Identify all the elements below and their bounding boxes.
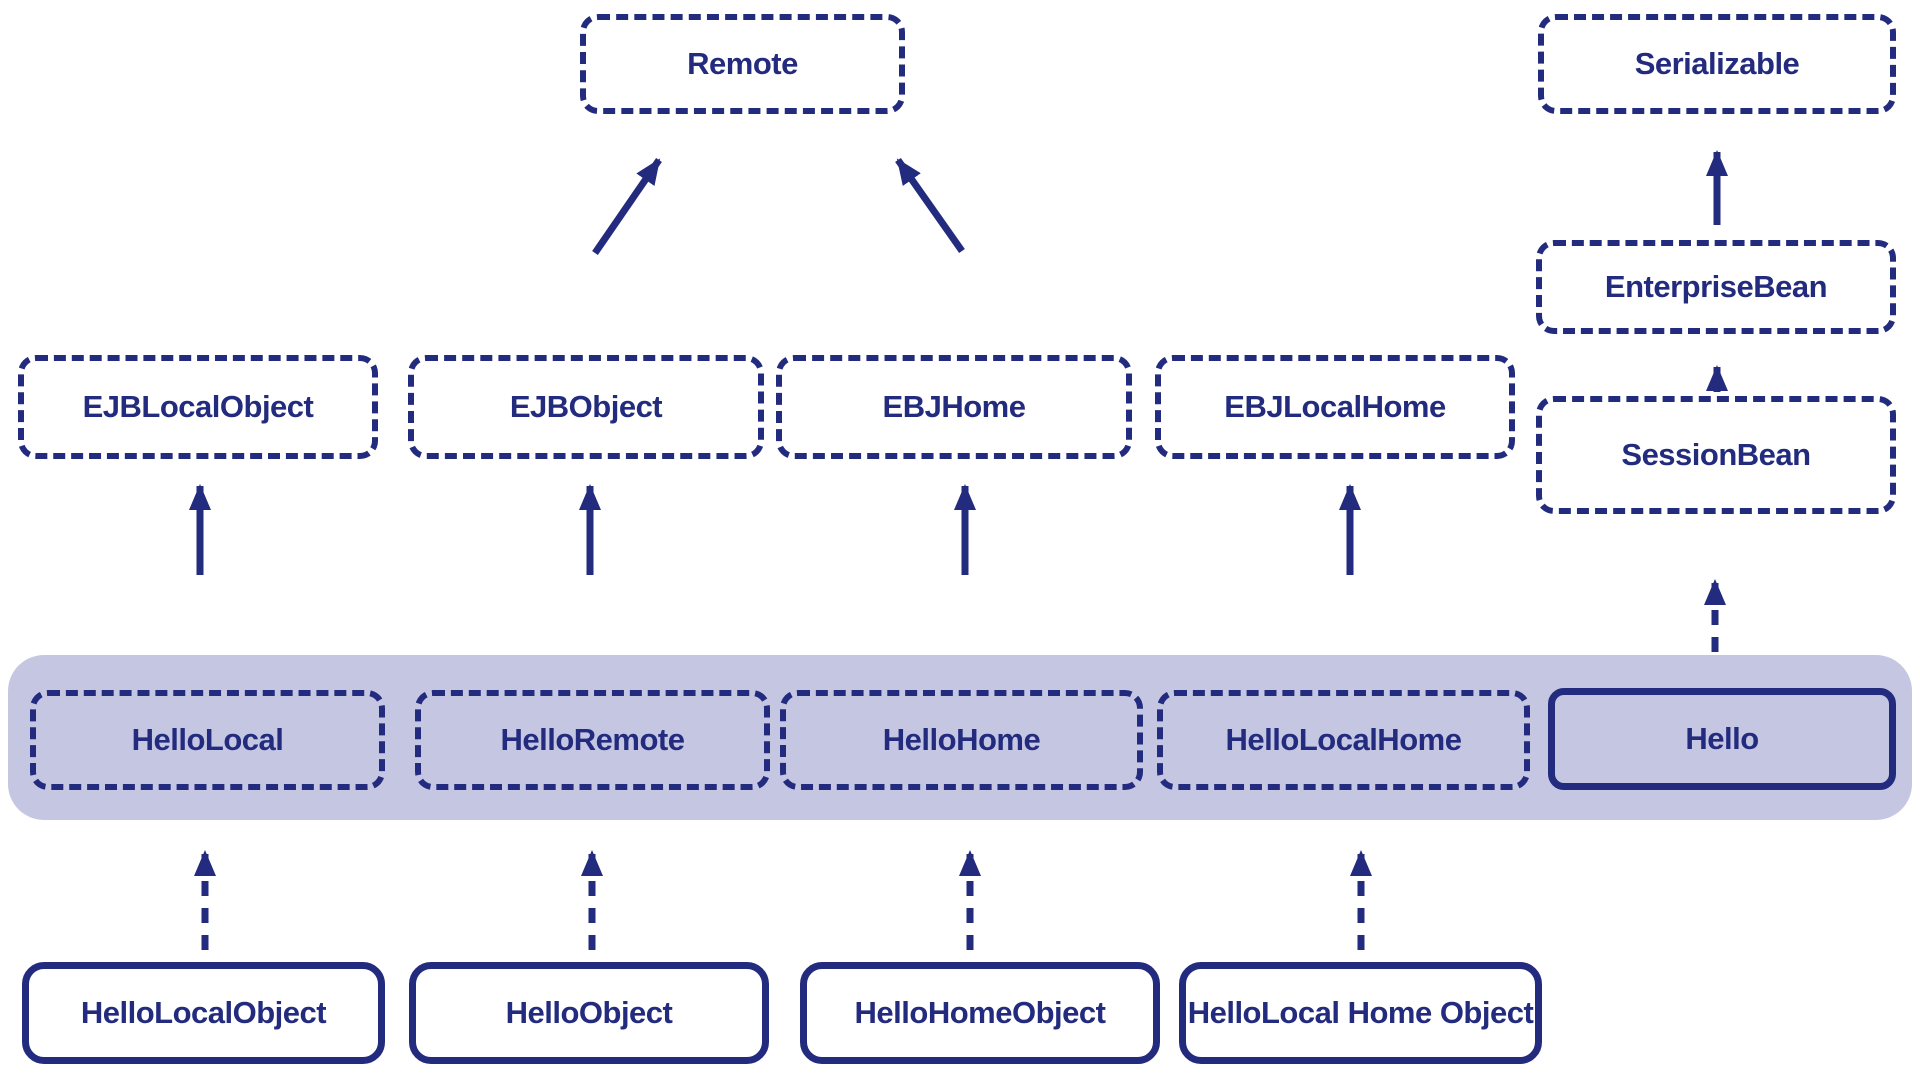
- node-sessionbean: SessionBean: [1536, 396, 1896, 514]
- node-enterprisebean: EnterpriseBean: [1536, 240, 1896, 334]
- implementation-band: [8, 655, 1912, 820]
- node-hello: Hello: [1548, 688, 1896, 790]
- node-hellohome: HelloHome: [780, 690, 1143, 790]
- node-hellolocal-label: HelloLocal: [131, 722, 284, 757]
- node-hellolocal: HelloLocal: [30, 690, 385, 790]
- node-hellolocalhomeobject: HelloLocal Home Object: [1179, 962, 1542, 1064]
- node-hellohomeobject: HelloHomeObject: [800, 962, 1160, 1064]
- node-remote-label: Remote: [687, 46, 798, 81]
- node-serializable: Serializable: [1538, 14, 1896, 114]
- node-ebjhome-label: EBJHome: [882, 389, 1026, 424]
- arrow-ejbobject-to-remote: [592, 158, 662, 255]
- node-serializable-label: Serializable: [1634, 46, 1800, 81]
- node-hellolocalhome-label: HelloLocalHome: [1225, 722, 1462, 757]
- node-hellohomeobject-label: HelloHomeObject: [854, 995, 1106, 1030]
- node-hellolocalobject: HelloLocalObject: [22, 962, 385, 1064]
- node-ebjlocalhome: EBJLocalHome: [1155, 355, 1515, 459]
- node-hellolocalobject-label: HelloLocalObject: [80, 995, 327, 1030]
- node-ejbobject-label: EJBObject: [509, 389, 663, 424]
- node-ejblocalobject-label: EJBLocalObject: [82, 389, 314, 424]
- node-hellolocalhome: HelloLocalHome: [1157, 690, 1530, 790]
- node-hello-label: Hello: [1685, 721, 1759, 756]
- node-enterprisebean-label: EnterpriseBean: [1604, 269, 1828, 304]
- node-sessionbean-label: SessionBean: [1621, 437, 1811, 472]
- node-ejblocalobject: EJBLocalObject: [18, 355, 378, 459]
- node-ejbobject: EJBObject: [408, 355, 764, 459]
- node-ebjlocalhome-label: EBJLocalHome: [1224, 389, 1446, 424]
- node-helloobject: HelloObject: [409, 962, 769, 1064]
- node-hellohome-label: HelloHome: [882, 722, 1041, 757]
- node-hellolocalhomeobject-label: HelloLocal Home Object: [1187, 995, 1534, 1030]
- node-helloremote-label: HelloRemote: [500, 722, 685, 757]
- arrow-ebjhome-to-remote: [895, 157, 965, 254]
- node-helloobject-label: HelloObject: [505, 995, 673, 1030]
- node-remote: Remote: [580, 14, 905, 114]
- node-ebjhome: EBJHome: [776, 355, 1132, 459]
- node-helloremote: HelloRemote: [415, 690, 770, 790]
